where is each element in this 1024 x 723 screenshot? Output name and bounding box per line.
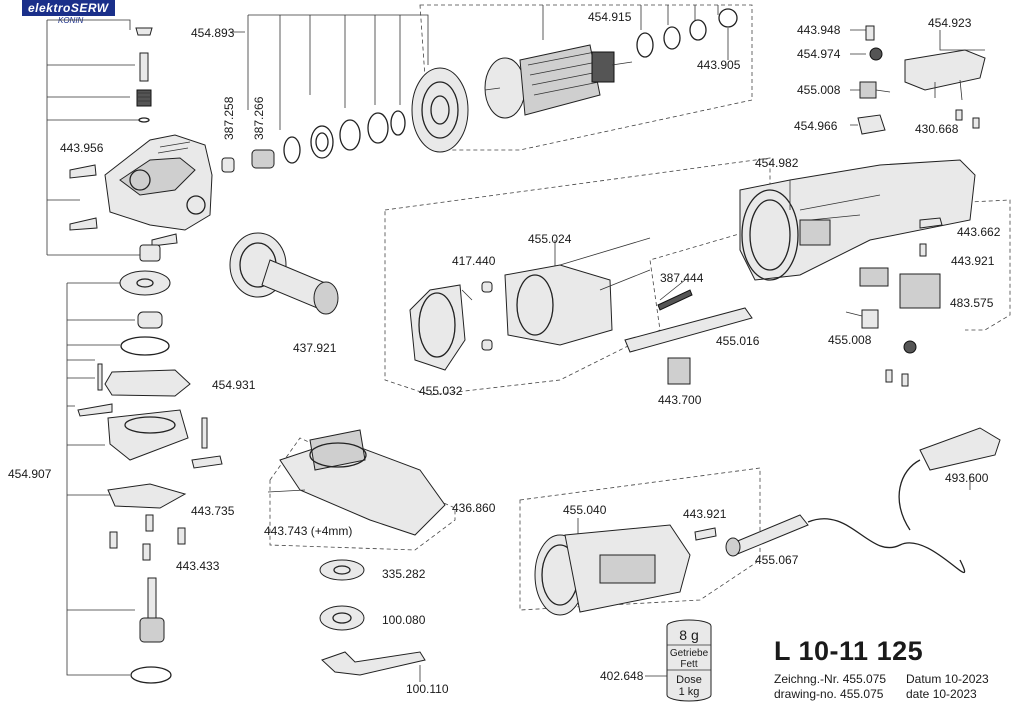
- spindle-stack-454907: [66, 270, 223, 684]
- label-454915: 454.915: [588, 10, 632, 24]
- housing-455040: [534, 514, 809, 616]
- grease-line1: Getriebe: [670, 648, 709, 659]
- bearing-parts-top: [221, 67, 469, 173]
- label-455067: 455.067: [755, 553, 799, 567]
- label-454893: 454.893: [191, 26, 235, 40]
- logo-brand: elektroSERW: [22, 0, 115, 16]
- label-100080: 100.080: [382, 613, 426, 627]
- label-402648: 402.648: [600, 669, 644, 683]
- label-454974: 454.974: [797, 47, 841, 61]
- housing-group-outline: [519, 467, 761, 611]
- label-443700: 443.700: [658, 393, 702, 407]
- label-455008-bottom: 455.008: [828, 333, 872, 347]
- label-493600: 493.600: [945, 471, 989, 485]
- label-454923: 454.923: [928, 16, 972, 30]
- grease-line2: Fett: [680, 659, 697, 670]
- label-443905: 443.905: [697, 58, 741, 72]
- grease-line4: 1 kg: [679, 686, 700, 698]
- label-443662: 443.662: [957, 225, 1001, 239]
- label-443921-bottom: 443.921: [683, 507, 727, 521]
- label-417440: 417.440: [452, 254, 496, 268]
- wheel-guard-436860: [267, 429, 446, 536]
- label-430668: 430.668: [915, 122, 959, 136]
- drawing-no-de: Zeichng.-Nr. 455.075: [774, 672, 887, 686]
- label-455032: 455.032: [419, 384, 463, 398]
- label-455016: 455.016: [716, 334, 760, 348]
- label-387444: 387.444: [660, 271, 704, 285]
- label-437921: 437.921: [293, 341, 337, 355]
- label-443948: 443.948: [797, 23, 841, 37]
- label-454982: 454.982: [755, 156, 799, 170]
- label-483575: 483.575: [950, 296, 994, 310]
- flanges: [319, 559, 426, 676]
- grease-weight: 8 g: [679, 627, 698, 643]
- label-454966: 454.966: [794, 119, 838, 133]
- label-455008-top: 455.008: [797, 83, 841, 97]
- drawing-no-en: drawing-no. 455.075: [774, 687, 884, 701]
- brush-parts-top-right: [850, 25, 986, 135]
- watermark-logo: elektroSERW KONIN: [0, 0, 128, 26]
- label-443921-right: 443.921: [951, 254, 995, 268]
- label-443735: 443.735: [191, 504, 235, 518]
- label-454931: 454.931: [212, 378, 256, 392]
- date-en: date 10-2023: [906, 687, 977, 701]
- label-387258: 387.258: [222, 96, 236, 140]
- label-455040: 455.040: [563, 503, 607, 517]
- label-443433: 443.433: [176, 559, 220, 573]
- label-443743: 443.743 (+4mm): [264, 524, 352, 538]
- label-436860: 436.860: [452, 501, 496, 515]
- title-block: Zeichng.-Nr. 455.075 Datum 10-2023 drawin…: [774, 672, 989, 702]
- grease-line3: Dose: [676, 674, 702, 686]
- armature-454915: [484, 5, 738, 119]
- side-handle-437921: [229, 232, 339, 315]
- power-cable-493600: [807, 427, 1001, 574]
- label-335282: 335.282: [382, 567, 426, 581]
- guard-group-outline: [269, 437, 456, 551]
- bracket-454893: [46, 14, 429, 256]
- label-455024: 455.024: [528, 232, 572, 246]
- grease-can-402648: [645, 619, 712, 702]
- label-387266: 387.266: [252, 96, 266, 140]
- gear-head-housing: [104, 134, 213, 231]
- parts-top-left: [69, 27, 178, 262]
- label-443956: 443.956: [60, 141, 104, 155]
- logo-city: KONIN: [58, 16, 84, 25]
- date-de: Datum 10-2023: [906, 672, 989, 686]
- label-454907: 454.907: [8, 467, 52, 481]
- stator-group-outline: [384, 157, 771, 396]
- stator-455024: [409, 237, 753, 385]
- motor-housing-454982: [739, 159, 976, 387]
- model-title: L 10-11 125: [774, 636, 924, 666]
- label-100110: 100.110: [406, 682, 449, 696]
